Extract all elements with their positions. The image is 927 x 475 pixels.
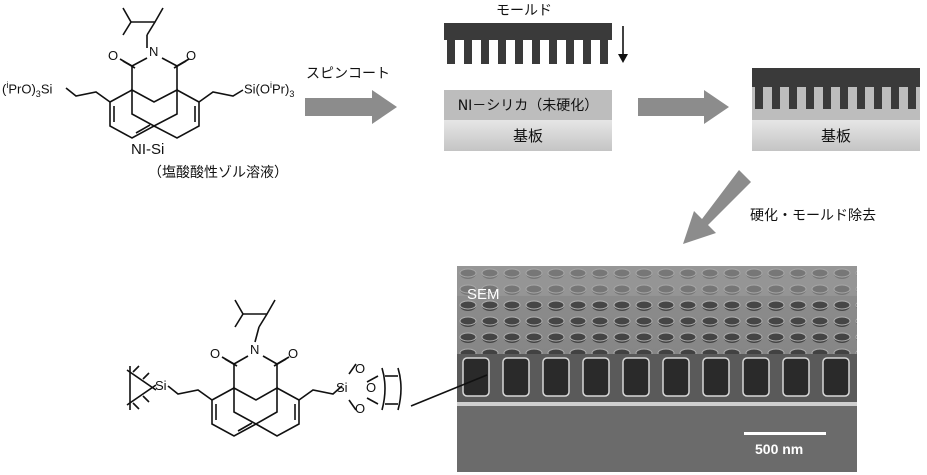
right-silyl-group: Si(OiPr)3	[244, 80, 295, 99]
polymer-si-left: Si	[155, 378, 167, 393]
polymer-atom-n: N	[250, 342, 260, 357]
ni-silica-layer: NI－シリカ（未硬化）	[444, 90, 612, 120]
compound-name: NI-Si	[131, 141, 165, 158]
substrate-1: 基板	[444, 120, 612, 151]
sem-image: SEM 500 nm	[457, 266, 857, 472]
cure-remove-label: 硬化・モールド除去	[750, 208, 876, 224]
polymer-o-a: O	[355, 361, 366, 376]
atom-o-left: O	[108, 48, 119, 63]
substrate-2: 基板	[752, 120, 920, 151]
mold-label: モールド	[496, 3, 552, 19]
atom-n: N	[149, 44, 159, 59]
compound-note: （塩酸酸性ゾル溶液）	[148, 165, 288, 181]
spin-coat-label: スピンコート	[306, 66, 390, 82]
polymer-atom-o-right: O	[288, 346, 299, 361]
left-silyl-group: (iPrO)3Si	[2, 80, 53, 99]
polymer-o-c: O	[355, 401, 366, 416]
atom-o-right: O	[186, 48, 197, 63]
polymer-si-right: Si	[336, 380, 348, 395]
polymer-atom-o-left: O	[210, 346, 221, 361]
polymer-o-b: O	[366, 380, 377, 395]
sem-label: SEM	[467, 286, 500, 303]
scale-bar-label: 500 nm	[755, 441, 804, 457]
